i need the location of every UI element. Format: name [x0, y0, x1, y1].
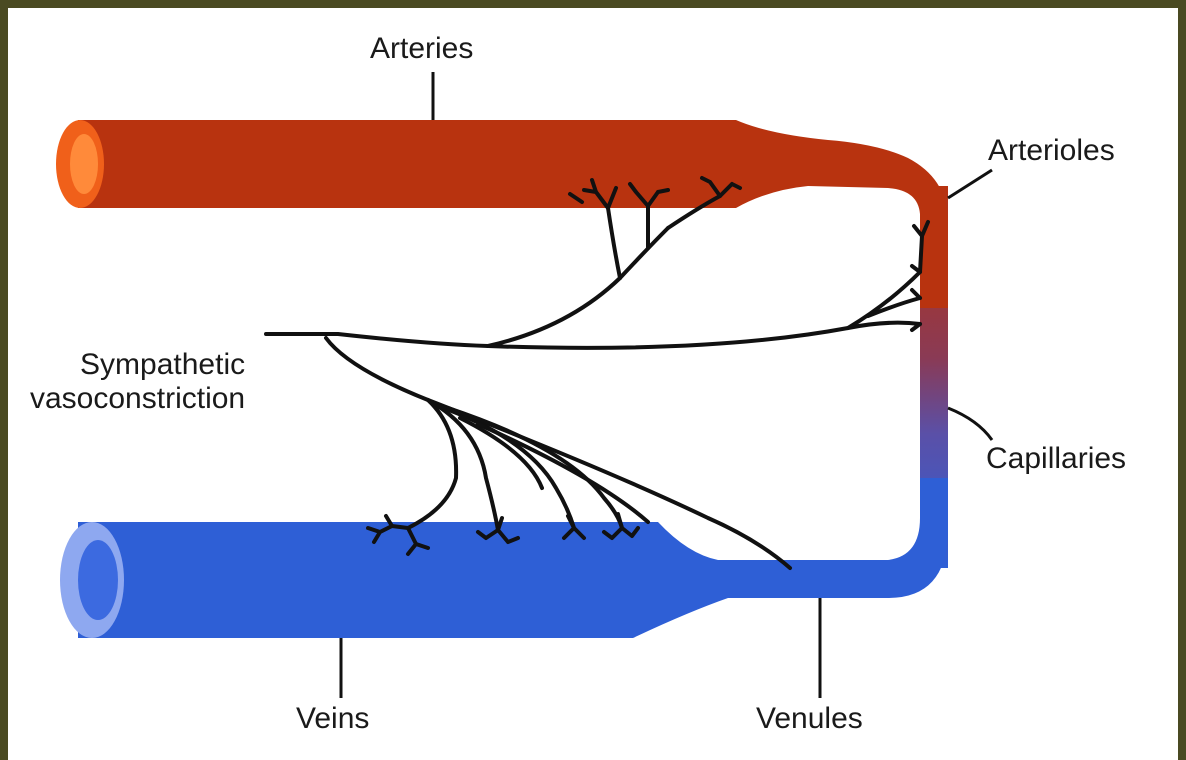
artery-vessel	[78, 120, 948, 308]
vein-vessel	[78, 478, 948, 638]
sympathetic-nerve-fibers	[266, 178, 928, 568]
artery-lumen	[70, 134, 98, 194]
capillaries-label: Capillaries	[986, 442, 1126, 476]
vein-lumen	[78, 540, 118, 620]
arterioles-label: Arterioles	[988, 134, 1115, 168]
arteries-label: Arteries	[370, 32, 473, 66]
venules-label: Venules	[756, 702, 863, 736]
sympathetic-vasoconstriction-label: Sympathetic vasoconstriction	[30, 348, 245, 416]
sympathetic-label-line1: Sympathetic	[30, 348, 245, 382]
capillaries-leader	[948, 408, 992, 440]
sympathetic-label-line2: vasoconstriction	[30, 382, 245, 416]
veins-label: Veins	[296, 702, 369, 736]
arterioles-leader	[948, 170, 992, 198]
diagram-frame: Arteries Arterioles Sympathetic vasocons…	[8, 8, 1178, 760]
